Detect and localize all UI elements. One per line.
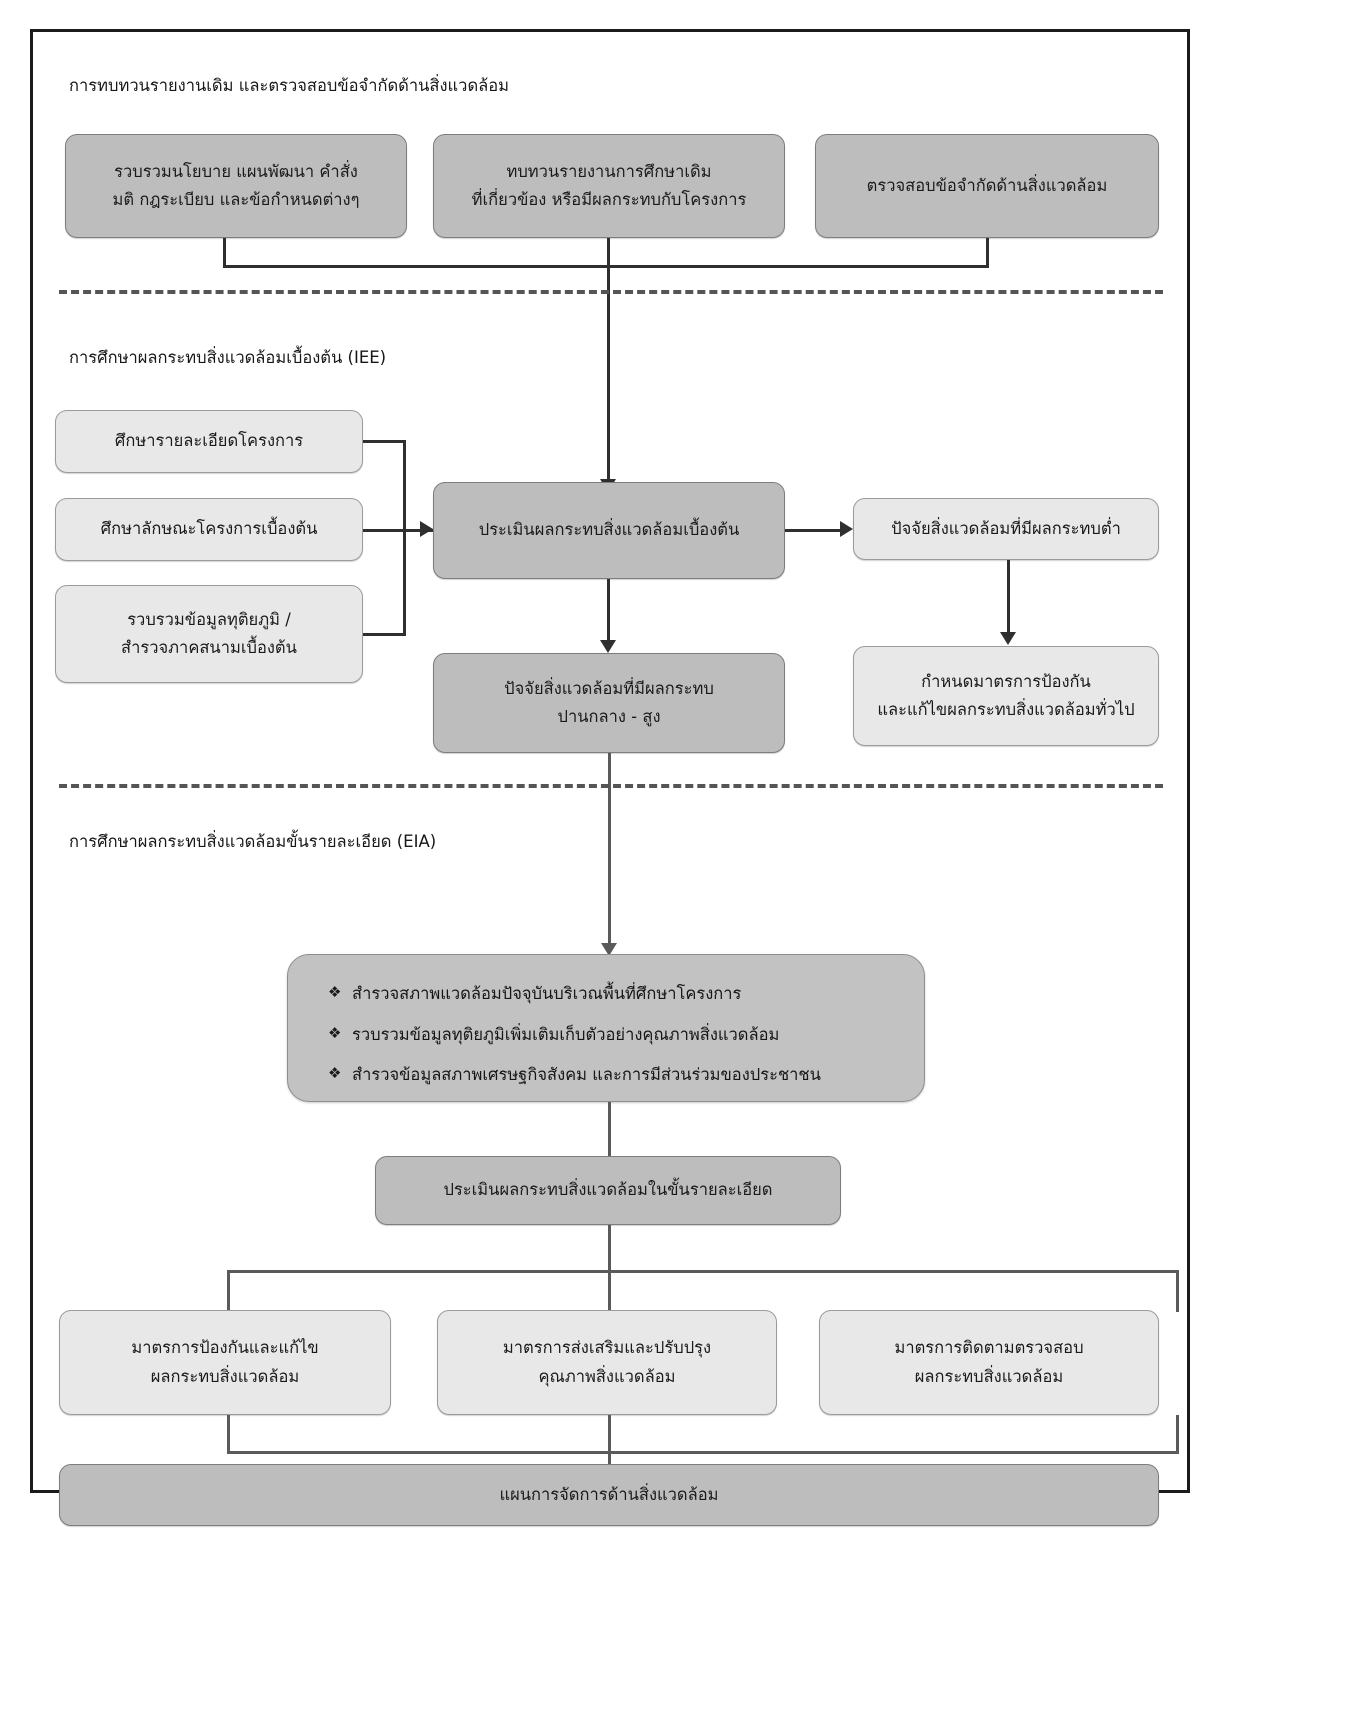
node-line: และแก้ไขผลกระทบสิ่งแวดล้อมทั่วไป [877, 700, 1135, 719]
node-line: มาตรการส่งเสริมและปรับปรุง [502, 1338, 712, 1358]
node-line: ตรวจสอบข้อจำกัดด้านสิ่งแวดล้อม [866, 175, 1108, 195]
node-line: ผลกระทบสิ่งแวดล้อม [914, 1366, 1064, 1386]
connector-center-to-medhigh [607, 579, 610, 644]
connector-left1 [363, 440, 405, 443]
node-line: ปัจจัยสิ่งแวดล้อมที่มีผลกระทบต่ำ [891, 518, 1121, 538]
node-line: คุณภาพสิ่งแวดล้อม [538, 1366, 676, 1386]
connector-measure3-down [1176, 1415, 1179, 1453]
node-line: ที่เกี่ยวข้อง หรือมีผลกระทบกับโครงการ [471, 190, 747, 209]
connector-center-to-low [785, 529, 848, 532]
connector-constraints-down [986, 238, 989, 268]
node-medium-high-impact-factors: ปัจจัยสิ่งแวดล้อมที่มีผลกระทบ ปานกลาง - … [433, 653, 785, 753]
node-line: ปานกลาง - สูง [557, 707, 661, 726]
node-study-project-details: ศึกษารายละเอียดโครงการ [55, 410, 363, 473]
diamond-bullet-icon: ❖ [328, 1064, 342, 1083]
node-study-project-characteristics: ศึกษาลักษณะโครงการเบื้องต้น [55, 498, 363, 561]
connector-measure2-down [608, 1415, 611, 1468]
diagram-frame: การทบทวนรายงานเดิม และตรวจสอบข้อจำกัดด้า… [30, 29, 1190, 1526]
node-line: ทบทวนรายงานการศึกษาเดิม [506, 161, 712, 181]
node-line: ปัจจัยสิ่งแวดล้อมที่มีผลกระทบ [504, 678, 714, 698]
node-env-management-plan: แผนการจัดการด้านสิ่งแวดล้อม [59, 1464, 1159, 1526]
node-low-impact-factors: ปัจจัยสิ่งแวดล้อมที่มีผลกระทบต่ำ [853, 498, 1159, 560]
bullet-text: สำรวจสภาพแวดล้อมปัจจุบันบริเวณพื้นที่ศึก… [352, 984, 742, 1003]
section-divider-2 [59, 784, 1163, 788]
bullet-item: ❖ สำรวจสภาพแวดล้อมปัจจุบันบริเวณพื้นที่ศ… [328, 981, 890, 1007]
node-line: รวบรวมนโยบาย แผนพัฒนา คำสั่ง [114, 161, 358, 181]
connector-left2 [363, 529, 433, 532]
diamond-bullet-icon: ❖ [328, 983, 342, 1001]
node-line: มติ กฎระเบียบ และข้อกำหนดต่างๆ [112, 190, 360, 209]
section-divider-1 [59, 290, 1163, 294]
node-assess-initial-impact: ประเมินผลกระทบสิ่งแวดล้อมเบื้องต้น [433, 482, 785, 579]
node-line: มาตรการติดตามตรวจสอบ [894, 1338, 1084, 1358]
node-line: ศึกษารายละเอียดโครงการ [114, 431, 304, 451]
connector-left3 [363, 633, 405, 636]
node-prevention-correction-measures: มาตรการป้องกันและแก้ไข ผลกระทบสิ่งแวดล้อ… [59, 1310, 391, 1415]
node-monitoring-measures: มาตรการติดตามตรวจสอบ ผลกระทบสิ่งแวดล้อม [819, 1310, 1159, 1415]
section-heading-review: การทบทวนรายงานเดิม และตรวจสอบข้อจำกัดด้า… [69, 76, 510, 95]
section-heading-iee: การศึกษาผลกระทบสิ่งแวดล้อมเบื้องต้น (IEE… [69, 348, 387, 367]
connector-measures-bus [227, 1270, 1179, 1273]
node-line: รวบรวมข้อมูลทุติยภูมิ / [127, 609, 291, 629]
node-line: มาตรการป้องกันและแก้ไข [131, 1338, 319, 1358]
node-eia-field-work: ❖ สำรวจสภาพแวดล้อมปัจจุบันบริเวณพื้นที่ศ… [287, 954, 925, 1102]
connector-bus-left-drop [227, 1270, 230, 1312]
connector-eia-to-assess [608, 1102, 611, 1164]
diamond-bullet-icon: ❖ [328, 1023, 342, 1042]
bullet-text: รวบรวมข้อมูลทุติยภูมิเพิ่มเติมเก็บตัวอย่… [352, 1024, 780, 1044]
node-line: ประเมินผลกระทบสิ่งแวดล้อมในขั้นรายละเอีย… [443, 1180, 773, 1200]
arrowhead-low-to-general [1000, 632, 1016, 645]
connector-review-bus [223, 265, 989, 268]
bullet-item: ❖ รวบรวมข้อมูลทุติยภูมิเพิ่มเติมเก็บตัวอ… [328, 1022, 890, 1048]
connector-plan-bus [227, 1451, 1179, 1454]
node-line: สำรวจภาคสนามเบื้องต้น [121, 638, 297, 657]
arrowhead-center-to-low [840, 521, 853, 537]
node-line: แผนการจัดการด้านสิ่งแวดล้อม [499, 1484, 719, 1504]
node-line: ประเมินผลกระทบสิ่งแวดล้อมเบื้องต้น [478, 520, 740, 540]
node-line: ผลกระทบสิ่งแวดล้อม [150, 1366, 300, 1386]
node-promotion-improvement-measures: มาตรการส่งเสริมและปรับปรุง คุณภาพสิ่งแวด… [437, 1310, 777, 1415]
node-line: กำหนดมาตรการป้องกัน [921, 671, 1091, 691]
connector-policy-down [223, 238, 226, 268]
connector-assess-down [608, 1225, 611, 1272]
node-assess-detailed-impact: ประเมินผลกระทบสิ่งแวดล้อมในขั้นรายละเอีย… [375, 1156, 841, 1225]
node-collect-secondary-data: รวบรวมข้อมูลทุติยภูมิ / สำรวจภาคสนามเบื้… [55, 585, 363, 683]
bullet-item: ❖ สำรวจข้อมูลสภาพเศรษฐกิจสังคม และการมีส… [328, 1062, 890, 1088]
connector-bus-mid-drop [608, 1270, 611, 1312]
bullet-text: สำรวจข้อมูลสภาพเศรษฐกิจสังคม และการมีส่ว… [352, 1065, 821, 1085]
node-line: ศึกษาลักษณะโครงการเบื้องต้น [100, 519, 318, 539]
node-general-mitigation-measures: กำหนดมาตรการป้องกัน และแก้ไขผลกระทบสิ่งแ… [853, 646, 1159, 746]
node-collect-policy: รวบรวมนโยบาย แผนพัฒนา คำสั่ง มติ กฎระเบี… [65, 134, 407, 238]
connector-measure1-down [227, 1415, 230, 1453]
connector-medhigh-to-eia [608, 753, 611, 947]
connector-review-to-iee [607, 238, 610, 481]
connector-low-to-general [1007, 560, 1010, 635]
section-heading-eia: การศึกษาผลกระทบสิ่งแวดล้อมขั้นรายละเอียด… [69, 832, 437, 851]
connector-bus-right-drop [1176, 1270, 1179, 1312]
arrowhead-center-to-medhigh [600, 640, 616, 653]
arrowhead-left-to-center [420, 521, 433, 537]
node-check-env-constraints: ตรวจสอบข้อจำกัดด้านสิ่งแวดล้อม [815, 134, 1159, 238]
connector-left-bus [403, 440, 406, 636]
node-review-previous-reports: ทบทวนรายงานการศึกษาเดิม ที่เกี่ยวข้อง หร… [433, 134, 785, 238]
arrowhead-medhigh-to-eia [601, 943, 617, 956]
